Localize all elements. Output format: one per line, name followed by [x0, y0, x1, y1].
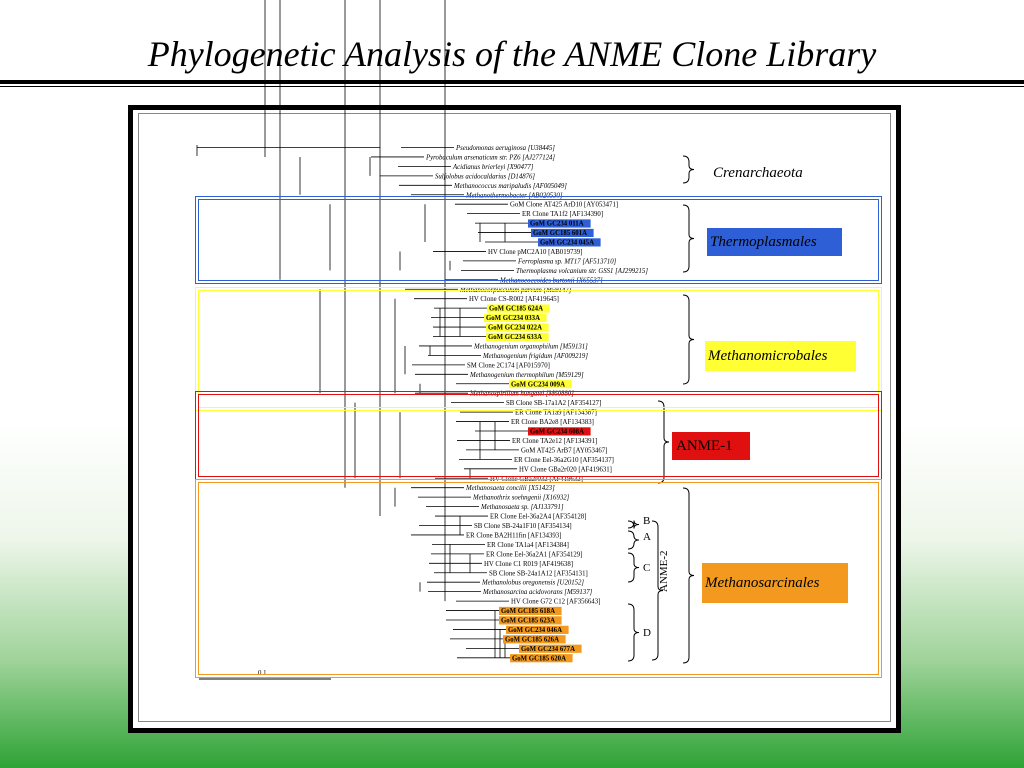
taxon-label: Methanosaeta concilii [X51423] [465, 485, 555, 492]
anme1-box [195, 391, 882, 480]
taxon-highlight [499, 606, 562, 616]
methanosarcinales-label: Methanosarcinales [702, 563, 848, 603]
taxon-label: Methanosaeta sp. [AJ133791] [480, 504, 564, 511]
anme2-d-bracket [627, 603, 640, 662]
thermoplasmales-box [195, 196, 882, 284]
taxon-label: ER Clone BA2H11fin [AF134393] [466, 532, 561, 539]
crenarchaeota-label: Crenarchaeota [713, 165, 803, 181]
crenarchaeota-bracket [682, 155, 695, 184]
anme2-subgroup-a-label: A [643, 531, 651, 543]
taxon-highlight [487, 304, 550, 313]
taxon-label: GoM GC234 033A [486, 315, 540, 322]
taxon-label: GoM GC185 618A [501, 608, 555, 615]
taxon-label: Methanothrix soehngenii [X16932] [472, 495, 570, 502]
taxon-label: HV Clone CS-R002 [AF419645] [469, 296, 559, 303]
taxon-highlight [499, 616, 562, 625]
taxon-label: Sulfolobus acidocaldarius [D14876] [435, 173, 535, 180]
anme2-subgroup-c-label: C [643, 562, 651, 574]
taxon-label: Methanogenium thermophilum [M59129] [469, 372, 584, 379]
taxon-label: GoM GC234 045A [540, 240, 594, 247]
taxon-highlight [510, 654, 573, 663]
taxon-label: Ferroplasma sp. MT17 [AF513710] [517, 258, 617, 265]
taxon-label: Methanogenium organophilum [M59131] [473, 343, 588, 350]
methanomicrobales-label: Methanomicrobales [705, 341, 856, 371]
taxon-highlight [531, 228, 594, 238]
taxon-label: ER Clone BA2e8 [AF134383] [511, 419, 594, 426]
taxon-label: SB Clone SB-17a1A2 [AF354127] [506, 400, 601, 407]
anme2-bracket [651, 520, 664, 661]
taxon-label: ER Clone Eel-36a2A4 [AF354128] [490, 514, 586, 521]
taxon-label: HV Clone G72 C12 [AF356643] [511, 599, 600, 606]
taxon-label: Pseudomonas aeruginosa [U38445] [455, 145, 555, 152]
taxon-label: Acidianus brierleyi [X90477] [452, 164, 534, 171]
anme1-label: ANME-1 [672, 432, 750, 460]
taxon-label: ER Clone Eel-36a2G10 [AF354137] [514, 457, 614, 464]
anme2-label: ANME-2 [658, 550, 670, 592]
taxon-label: ER Clone TA1a4 [AF134384] [487, 542, 569, 549]
methanosarcinales-bracket [682, 487, 695, 664]
taxon-highlight [503, 635, 566, 644]
scale-bar: 0.1 [199, 670, 331, 680]
taxon-highlight [538, 238, 601, 247]
methanosarcinales-box [195, 479, 882, 678]
taxon-highlight [486, 332, 549, 341]
slide-title: Phylogenetic Analysis of the ANME Clone … [147, 34, 877, 74]
taxon-label: GoM AT425 ArB7 [AY053467] [521, 447, 607, 454]
anme2-b-bracket [627, 520, 640, 529]
thermoplasmales-label: Thermoplasmales [707, 228, 842, 256]
tree-tips: Pseudomonas aeruginosa [U38445] Pyrobacul… [425, 145, 648, 663]
taxon-label: SB Clone SB-24a1A12 [AF354131] [489, 570, 588, 577]
anme2-subgroup-b-label: B [643, 515, 651, 527]
anme2-a-bracket [627, 530, 640, 550]
taxon-label: HV Clone GBa2r020 [AF419631] [519, 466, 612, 473]
taxon-label: GoM GC234 046A [508, 627, 562, 634]
taxon-label: GoM GC234 608A [530, 429, 584, 436]
taxon-highlight [519, 644, 582, 653]
anme2-c-bracket [627, 552, 640, 583]
taxon-label: Methanococcus maripaludis [AF005049] [453, 183, 567, 190]
taxon-label: GoM GC234 011A [530, 221, 584, 228]
taxon-highlight [506, 625, 569, 634]
taxon-label: GoM GC185 626A [505, 636, 559, 643]
taxon-highlight [509, 380, 572, 389]
taxon-label: GoM Clone AT425 ArD10 [AY053471] [510, 202, 618, 209]
taxon-label: Methanosarcina acidovorans [M59137] [482, 589, 593, 596]
scale-bar-label: 0.1 [258, 670, 267, 677]
taxon-highlight [528, 219, 591, 228]
taxon-highlight [528, 427, 591, 436]
taxon-highlight [486, 323, 549, 332]
taxon-label: HV Clone pMC2A10 [AB019739] [488, 249, 582, 256]
taxon-label: GoM GC234 677A [521, 646, 575, 653]
title-rule-thin [0, 86, 1024, 87]
taxon-label: GoM GC185 620A [512, 655, 566, 662]
taxon-label: GoM GC185 624A [489, 306, 543, 313]
taxon-label: Methanogenium frigidum [AF009219] [482, 353, 588, 360]
taxon-label: GoM GC185 623A [501, 618, 555, 625]
title-rule-thick [0, 80, 1024, 84]
taxon-label: Methanothermobacter [AB020530] [465, 192, 563, 199]
methanomicrobales-box [195, 287, 882, 411]
taxon-label: ER Clone Eel-36a2A1 [AF354129] [486, 551, 582, 558]
taxon-label: SM Clone 2C174 [AF015970] [467, 362, 550, 369]
taxon-label: GoM GC234 633A [488, 334, 542, 341]
taxon-label: ER Clone TA1a9 [AF134387] [515, 410, 597, 417]
taxon-label: SB Clone SB-24a1F10 [AF354134] [474, 523, 572, 530]
taxon-label: HV Clone C1 R019 [AF419638] [484, 561, 573, 568]
taxon-label: Methanolobus oregonensis [U20152] [481, 580, 584, 587]
anme2-subgroup-d-label: D [643, 627, 651, 639]
taxon-label: ER Clone TA1f2 [AF134390] [522, 211, 603, 218]
taxon-highlight [484, 313, 547, 323]
taxon-label: GoM GC234 022A [488, 325, 542, 332]
taxon-label: Thermoplasma volcanium str. GSS1 [AJ2992… [516, 268, 648, 275]
methanomicrobales-bracket [682, 294, 695, 385]
taxon-label: GoM GC185 601A [533, 230, 587, 237]
thermoplasmales-bracket [682, 204, 695, 273]
taxon-label: ER Clone TA2e12 [AF134391] [512, 438, 597, 445]
taxon-label: GoM GC234 009A [511, 381, 565, 388]
taxon-label: Pyrobaculum arsenaticum str. PZ6 [AJ2771… [425, 154, 555, 161]
